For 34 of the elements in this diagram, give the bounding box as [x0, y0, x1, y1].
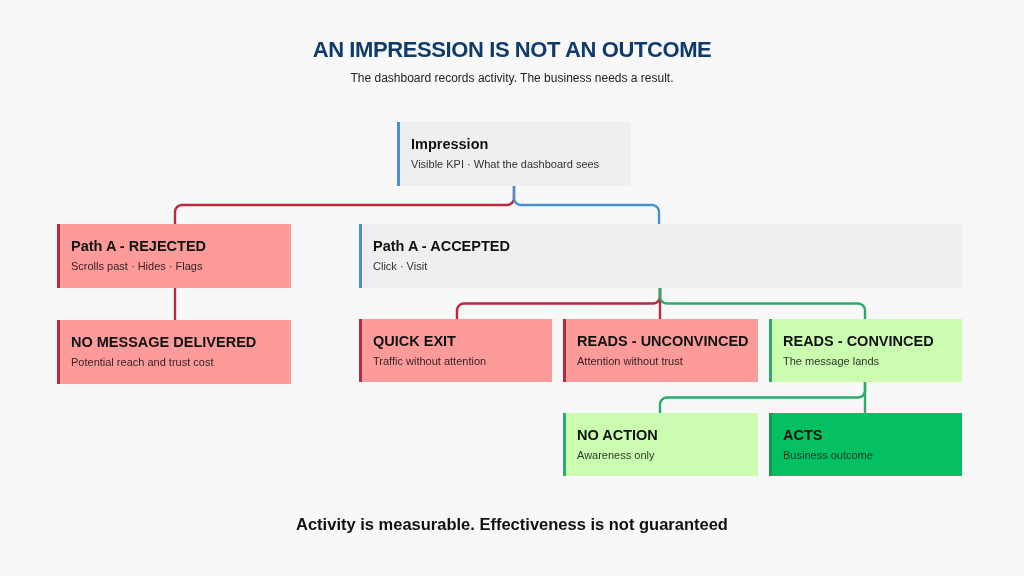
- outcome-box: [57, 224, 291, 288]
- outcome-box: [397, 122, 631, 186]
- box-heading: Impression: [411, 135, 489, 154]
- box-heading: NO ACTION: [577, 426, 658, 445]
- caption: Activity is measurable. Effectiveness is not guaranteed: [296, 514, 728, 534]
- box-heading: Path A - REJECTED: [71, 237, 207, 256]
- outcome-box: [57, 320, 291, 384]
- box-description: Traffic without attention: [373, 354, 487, 368]
- connector-line: [512, 186, 661, 224]
- box-heading: NO MESSAGE DELIVERED: [71, 333, 257, 352]
- connector-line: [173, 288, 177, 320]
- outcome-box: [769, 319, 962, 382]
- box-description: The message lands: [783, 354, 879, 368]
- box-heading: READS - UNCONVINCED: [577, 332, 749, 351]
- box-heading: Path A - ACCEPTED: [373, 237, 510, 256]
- box-description: Attention without trust: [577, 354, 683, 368]
- outcome-box: [359, 224, 962, 288]
- box-description: Visible KPI · What the dashboard sees: [411, 157, 600, 171]
- box-description: Business outcome: [783, 448, 873, 462]
- outcome-box: [359, 319, 552, 382]
- box-description: Awareness only: [577, 448, 655, 462]
- outcome-box: [563, 319, 758, 382]
- title: AN IMPRESSION IS NOT AN OUTCOME: [312, 37, 712, 63]
- subtitle: The dashboard records activity. The business needs a result.: [350, 70, 674, 86]
- connector-line: [658, 288, 867, 319]
- box-description: Click · Visit: [373, 259, 428, 273]
- outcome-box: [769, 413, 962, 476]
- box-description: Scrolls past · Hides · Flags: [71, 259, 203, 273]
- outcome-box: [563, 413, 758, 476]
- box-heading: ACTS: [783, 426, 823, 445]
- box-heading: QUICK EXIT: [373, 332, 456, 351]
- box-description: Potential reach and trust cost: [71, 355, 214, 369]
- connector-line: [863, 382, 867, 413]
- box-heading: READS - CONVINCED: [783, 332, 934, 351]
